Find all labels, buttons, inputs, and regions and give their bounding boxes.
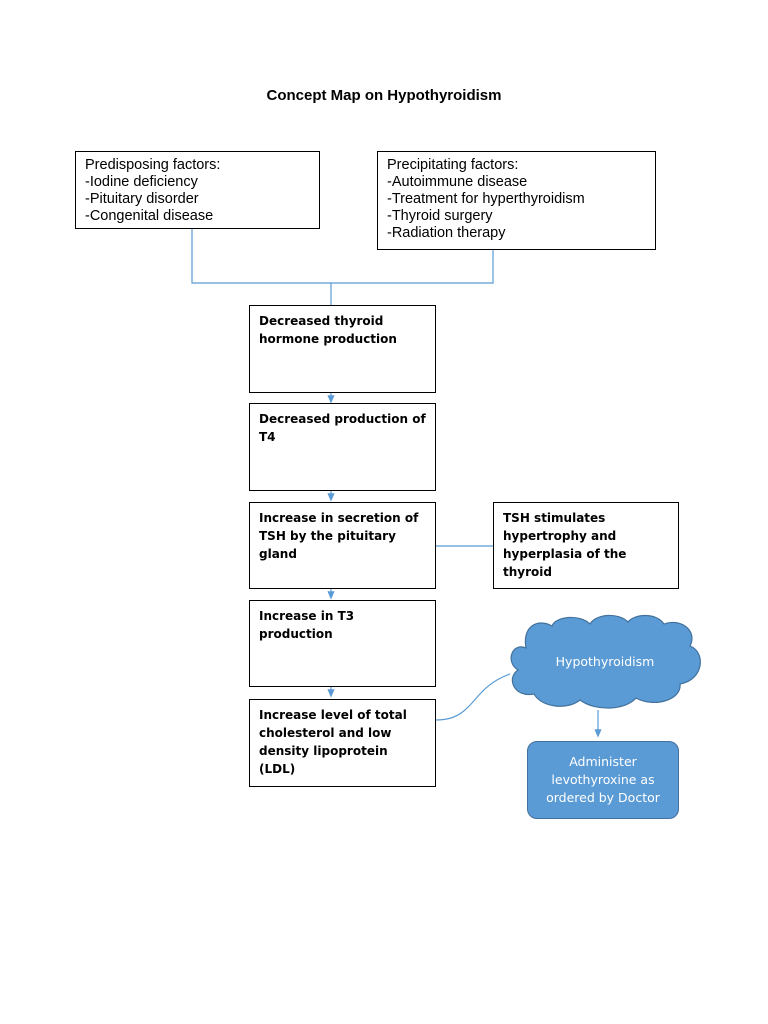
hypothyroidism-cloud [510, 614, 701, 709]
cloud-label: Hypothyroidism [555, 654, 655, 669]
action-label: Administer levothyroxine as ordered by D… [546, 754, 660, 805]
precipitating-item: -Treatment for hyperthyroidism [387, 191, 585, 207]
precipitating-item: -Thyroid surgery [387, 208, 493, 224]
step-label: Increase in secretion of TSH by the pitu… [259, 511, 419, 561]
precipitating-factors-box: Precipitating factors: -Autoimmune disea… [377, 151, 656, 250]
predisposing-item: -Pituitary disorder [85, 191, 199, 207]
connector-precipitating [331, 250, 494, 284]
tsh-stimulates-note-box: TSH stimulates hypertrophy and hyperplas… [493, 502, 679, 589]
step-tsh-secretion-box: Increase in secretion of TSH by the pitu… [249, 502, 436, 589]
step-t3-production-box: Increase in T3 production [249, 600, 436, 687]
administer-levothyroxine-box: Administer levothyroxine as ordered by D… [527, 741, 679, 819]
step-label: Increase in T3 production [259, 609, 355, 641]
step-label: Decreased production of T4 [259, 412, 426, 444]
connector-predisposing [191, 229, 331, 284]
precipitating-item: -Autoimmune disease [387, 174, 528, 190]
precipitating-heading: Precipitating factors: [387, 157, 519, 173]
side-note-label: TSH stimulates hypertrophy and hyperplas… [503, 511, 627, 579]
predisposing-heading: Predisposing factors: [85, 157, 221, 173]
predisposing-item: -Iodine deficiency [85, 174, 198, 190]
diagram-title: Concept Map on Hypothyroidism [266, 87, 502, 104]
step-cholesterol-box: Increase level of total cholesterol and … [249, 699, 436, 787]
connector-cloud [435, 673, 511, 721]
predisposing-item: -Congenital disease [85, 208, 214, 224]
step-decreased-t4-box: Decreased production of T4 [249, 403, 436, 491]
precipitating-item: -Radiation therapy [387, 225, 506, 241]
predisposing-factors-box: Predisposing factors: -Iodine deficiency… [75, 151, 320, 229]
step-label: Decreased thyroid hormone production [259, 314, 397, 346]
step-decreased-hormone-box: Decreased thyroid hormone production [249, 305, 436, 393]
step-label: Increase level of total cholesterol and … [259, 708, 407, 776]
